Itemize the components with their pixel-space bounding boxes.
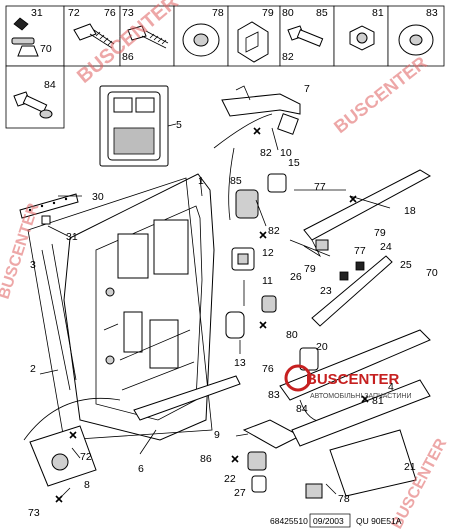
door-seal (23, 113, 273, 441)
bolt-washer-icon (13, 91, 53, 119)
callout-81b: 81 (372, 395, 384, 407)
callout-78: 78 (212, 7, 224, 19)
callout-82b: 82 (260, 147, 272, 159)
upper-hinge-arm (221, 85, 301, 135)
bolt-icon (287, 25, 324, 47)
catch-15 (235, 173, 287, 219)
callout-79c: 79 (304, 263, 316, 275)
callout-78b: 78 (338, 493, 350, 505)
callout-84b: 84 (296, 403, 308, 415)
callout-labels: 31 72 76 73 86 78 79 80 85 82 81 83 70 8… (28, 7, 438, 519)
window-panel-detail (99, 85, 169, 167)
footer-ref: 68425510 (270, 516, 308, 526)
logo-subtitle: АВТОМОБІЛЬНІ ЗАПЧАСТИНИ (310, 393, 411, 400)
callout-82c: 82 (268, 225, 280, 237)
nut-icon (349, 25, 375, 51)
callout-27: 27 (234, 487, 246, 499)
callout-2: 2 (30, 363, 36, 375)
leader-lines (39, 123, 391, 499)
clip-icon (11, 17, 39, 57)
callout-77: 77 (314, 181, 326, 193)
cage-nut-icon (237, 21, 269, 63)
door-outer-skin (27, 177, 213, 441)
callout-13: 13 (234, 357, 246, 369)
callout-81: 81 (372, 7, 384, 19)
callout-1: 1 (198, 175, 204, 187)
screw-icon-2 (127, 25, 169, 49)
lower-hinge (133, 347, 319, 493)
callout-76: 76 (104, 7, 116, 19)
catch-12 (231, 247, 255, 271)
side-door-panel (63, 173, 215, 441)
svg-text:BUSCENTER: BUSCENTER (0, 201, 43, 301)
screw-icon (73, 23, 115, 49)
callout-72: 72 (68, 7, 80, 19)
callout-73b: 73 (28, 507, 40, 519)
callout-10: 10 (280, 147, 292, 159)
callout-26: 26 (290, 271, 302, 283)
buscenter-logo: BUSCENTER АВТОМОБІЛЬНІ ЗАПЧАСТИНИ (284, 364, 411, 400)
callout-25: 25 (400, 259, 412, 271)
callout-86: 86 (122, 51, 134, 63)
callout-31b: 31 (66, 231, 78, 243)
callout-21: 21 (404, 461, 416, 473)
upper-rail (303, 169, 432, 258)
trim-strip (19, 193, 79, 225)
x-markers (55, 127, 369, 503)
callout-79b: 79 (374, 227, 386, 239)
washer-icon (182, 23, 220, 57)
callout-70: 70 (40, 43, 52, 55)
washer-icon-2 (398, 24, 434, 56)
callout-83: 83 (426, 7, 438, 19)
callout-70b: 70 (426, 267, 438, 279)
callout-9: 9 (214, 429, 220, 441)
callout-80: 80 (282, 7, 294, 19)
callout-85: 85 (316, 7, 328, 19)
callout-80b: 80 (286, 329, 298, 341)
callout-15: 15 (288, 157, 300, 169)
callout-76b: 76 (262, 363, 274, 375)
footer: 68425510 09/2003 QU 90E51A (270, 513, 402, 528)
footer-code: QU 90E51A (356, 516, 402, 526)
callout-4: 4 (388, 381, 394, 393)
callout-77b: 77 (354, 245, 366, 257)
bottom-bracket (29, 425, 97, 487)
callout-73: 73 (122, 7, 134, 19)
callout-79: 79 (262, 7, 274, 19)
callout-72b: 72 (80, 451, 92, 463)
callout-18: 18 (404, 205, 416, 217)
lower-carriage (291, 379, 431, 499)
callout-8: 8 (84, 479, 90, 491)
callout-83b: 83 (268, 389, 280, 401)
callout-30: 30 (92, 191, 104, 203)
footer-date: 09/2003 (313, 516, 344, 526)
callout-82: 82 (282, 51, 294, 63)
callout-7: 7 (304, 83, 310, 95)
fastener-legend (5, 5, 445, 129)
callout-20: 20 (316, 341, 328, 353)
callout-84: 84 (44, 79, 56, 91)
callout-11: 11 (262, 275, 273, 287)
callout-12: 12 (262, 247, 274, 259)
callout-24: 24 (380, 241, 392, 253)
callout-5: 5 (176, 119, 182, 131)
middle-guide (311, 255, 393, 327)
callout-6: 6 (138, 463, 144, 475)
callout-23: 23 (320, 285, 332, 297)
callout-85b: 85 (230, 175, 242, 187)
callout-3: 3 (30, 259, 36, 271)
catch-11 (225, 295, 277, 339)
callout-22: 22 (224, 473, 236, 485)
callout-86b: 86 (200, 453, 212, 465)
logo-title: BUSCENTER (306, 371, 400, 388)
callout-31: 31 (31, 7, 43, 19)
